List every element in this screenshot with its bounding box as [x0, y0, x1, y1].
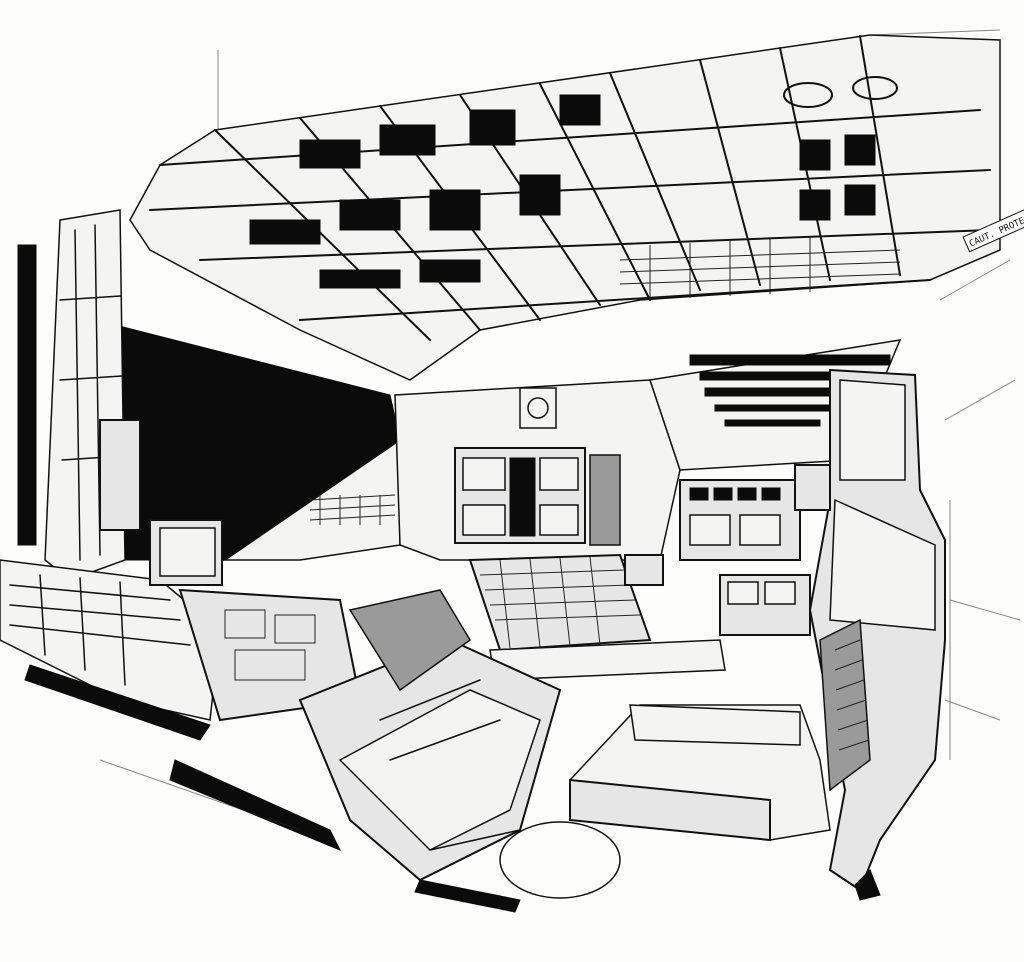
main-control-console [468, 553, 811, 681]
perspective-guidelines [99, 29, 1021, 831]
crt-monitor [462, 457, 506, 491]
ceiling-structure [129, 34, 1001, 381]
forward-bulkhead [394, 379, 681, 561]
crt-monitor [539, 504, 579, 536]
left-bulkhead [17, 209, 401, 581]
copilot-seat [569, 368, 946, 901]
left-flight-console [0, 519, 621, 913]
crt-monitor [539, 457, 579, 491]
crt-monitor [462, 504, 506, 536]
floor-ring [499, 821, 621, 899]
